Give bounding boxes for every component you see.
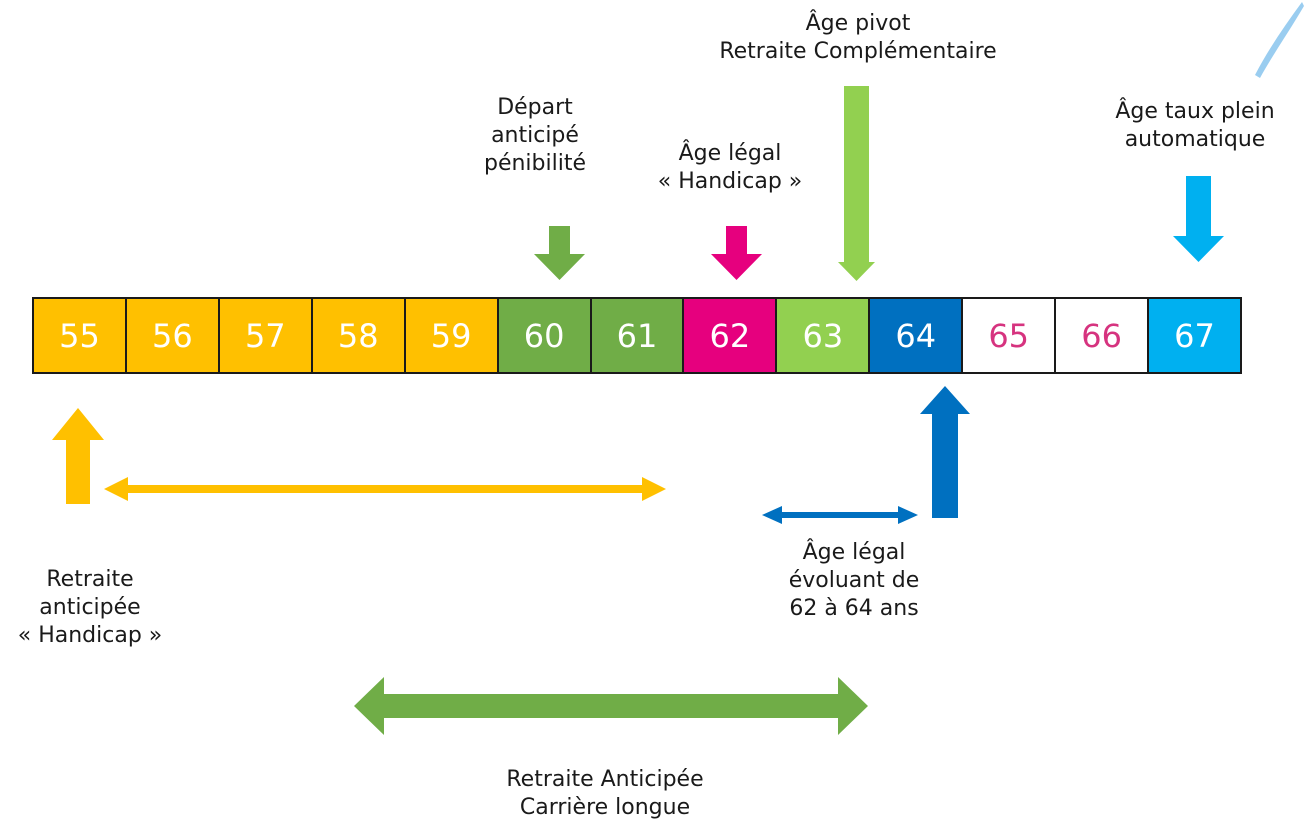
arrow-down-light-blue — [1173, 176, 1224, 262]
label-retraite-carriere-longue: Retraite Anticipée Carrière longue — [506, 767, 704, 820]
age-cell-64: 64 — [870, 299, 964, 372]
arrow-down-green — [534, 226, 585, 280]
age-cell-58: 58 — [312, 299, 406, 372]
arrow-down-magenta — [711, 226, 762, 280]
age-cell-63: 63 — [777, 299, 871, 372]
age-cell-55: 55 — [34, 299, 127, 372]
age-cell-62: 62 — [684, 299, 778, 372]
label-depart-penibilite: Départ anticipé pénibilité — [483, 95, 587, 176]
arrow-down-light-green — [838, 86, 875, 281]
age-cell-61: 61 — [591, 299, 685, 372]
age-cell-65: 65 — [963, 299, 1057, 372]
arrow-up-yellow — [52, 408, 104, 504]
age-cell-60: 60 — [498, 299, 592, 372]
arrow-double-dark-blue — [762, 506, 918, 524]
arrow-up-dark-blue — [920, 386, 970, 518]
label-age-legal-handicap: Âge légal « Handicap » — [657, 141, 803, 194]
arrow-double-green — [354, 677, 868, 735]
age-cell-57: 57 — [219, 299, 313, 372]
label-age-taux-plein: Âge taux plein automatique — [1115, 99, 1275, 152]
age-cell-67: 67 — [1149, 299, 1240, 372]
label-age-pivot: Âge pivot Retraite Complémentaire — [719, 11, 997, 64]
arrow-double-yellow — [104, 477, 666, 501]
age-cell-66: 66 — [1056, 299, 1150, 372]
pen-stroke-decoration — [1255, 2, 1304, 78]
label-retraite-anticipee-handicap: Retraite anticipée « Handicap » — [17, 567, 163, 648]
label-age-legal-evoluant: Âge légal évoluant de 62 à 64 ans — [788, 540, 920, 621]
age-cell-56: 56 — [126, 299, 220, 372]
age-cell-59: 59 — [405, 299, 499, 372]
